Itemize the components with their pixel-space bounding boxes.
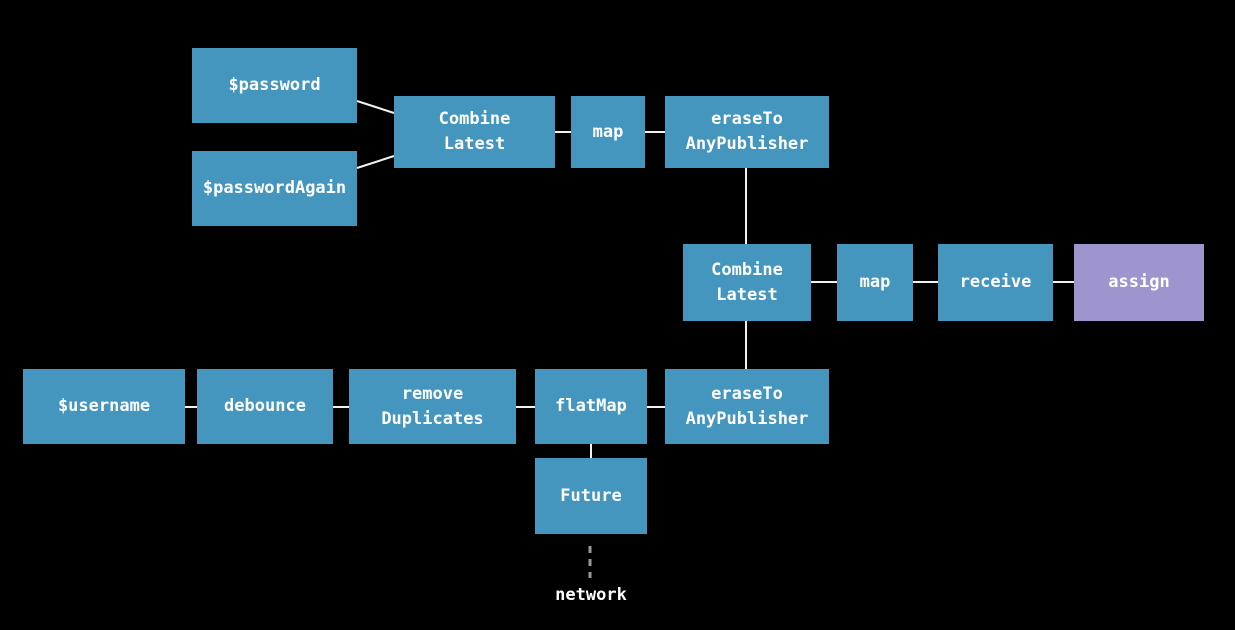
node-flatmap: flatMap — [535, 369, 647, 444]
edge-password-to-combine-latest — [356, 100, 395, 114]
node-receive: receive — [938, 244, 1053, 321]
node-password-again-label: $passwordAgain — [202, 178, 347, 199]
node-combine-latest-1: Combine Latest — [394, 96, 555, 168]
node-password-again: $passwordAgain — [192, 151, 357, 226]
node-remove-duplicates-label: remove Duplicates — [381, 383, 484, 429]
node-erase-to-any-publisher-1-label: eraseTo AnyPublisher — [685, 109, 809, 154]
node-remove-duplicates: remove Duplicates — [349, 369, 516, 444]
node-receive-label: receive — [959, 272, 1032, 293]
node-erase-to-any-publisher-1: eraseTo AnyPublisher — [665, 96, 829, 168]
network-label: network — [555, 585, 627, 605]
node-flatmap-label: flatMap — [555, 396, 627, 417]
node-combine-latest-2-label: Combine Latest — [711, 259, 783, 305]
node-username: $username — [23, 369, 185, 444]
node-combine-latest-1-label: Combine Latest — [438, 109, 511, 154]
node-assign: assign — [1074, 244, 1204, 321]
node-map-2-label: map — [859, 272, 891, 293]
node-future-label: Future — [560, 485, 622, 506]
node-map-1: map — [571, 96, 645, 168]
node-username-label: $username — [57, 396, 151, 417]
node-map-2: map — [837, 244, 913, 321]
node-debounce: debounce — [197, 369, 333, 444]
node-password: $password — [192, 48, 357, 123]
node-combine-latest-2: Combine Latest — [683, 244, 811, 321]
node-map-1-label: map — [592, 121, 624, 142]
edge-password-again-to-combine-latest — [356, 155, 395, 169]
node-erase-to-any-publisher-2: eraseTo AnyPublisher — [665, 369, 829, 444]
node-erase-to-any-publisher-2-label: eraseTo AnyPublisher — [685, 383, 809, 429]
node-debounce-label: debounce — [224, 396, 306, 417]
node-assign-label: assign — [1108, 272, 1170, 293]
node-password-label: $password — [228, 75, 321, 96]
node-future: Future — [535, 458, 647, 534]
